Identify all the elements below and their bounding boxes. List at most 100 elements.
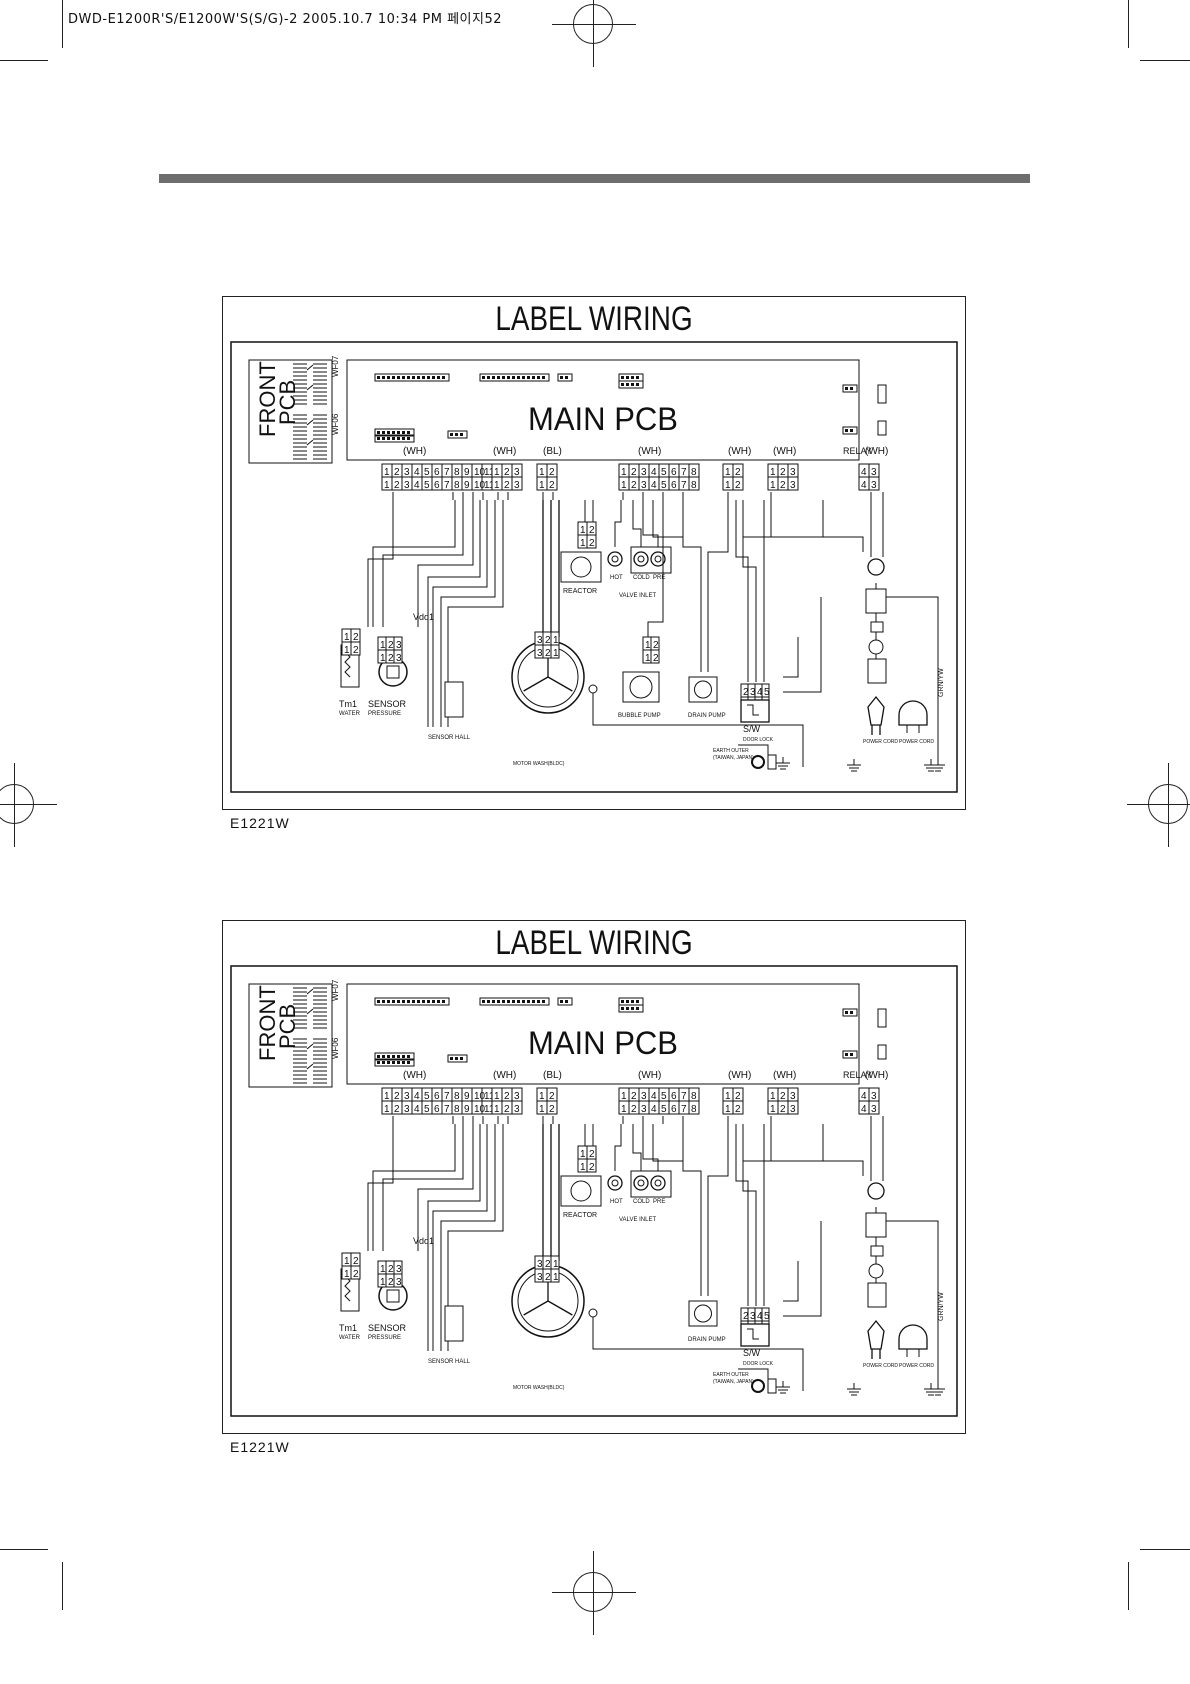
plug-alt — [898, 1324, 928, 1350]
pcb-header — [374, 997, 450, 1006]
pin-number: 7 — [681, 1091, 687, 1102]
valve-cold-core — [637, 555, 645, 563]
pcb-connector: 123456789101112123456789101112 — [381, 463, 506, 491]
diagram-title: LABEL WIRING — [495, 300, 693, 338]
power-connector — [865, 1212, 887, 1238]
pin-number: 6 — [671, 480, 677, 491]
header-pin — [532, 1000, 535, 1003]
header-pin — [382, 1055, 385, 1058]
header-pin — [427, 1000, 430, 1003]
pin-number: 6 — [671, 1104, 677, 1115]
connector-pin — [546, 476, 558, 491]
connector-pin — [650, 649, 660, 664]
header-pin — [502, 1000, 505, 1003]
wire — [432, 1124, 488, 1351]
pin-number: 5 — [424, 467, 430, 478]
wire — [682, 1124, 702, 1296]
pcb-header — [877, 1044, 887, 1060]
wire — [306, 1063, 314, 1070]
earth-terminal — [751, 755, 765, 769]
pin-number: 3 — [514, 1104, 520, 1115]
pin-number: 6 — [434, 467, 440, 478]
pin-number: 4 — [414, 1104, 420, 1115]
wire — [447, 500, 504, 727]
pin-number: 2 — [735, 1104, 741, 1115]
header-pin — [636, 383, 639, 386]
header-pin — [507, 1000, 510, 1003]
pin-number: 2 — [388, 640, 394, 651]
valve-box — [630, 546, 672, 574]
crop-mark — [62, 1562, 63, 1610]
pin-number: 2 — [631, 480, 637, 491]
pin-number: 3 — [514, 480, 520, 491]
door-lock-switch — [740, 699, 770, 723]
bubble-pump — [622, 671, 660, 703]
header-pin — [387, 437, 390, 440]
pin-number: 4 — [651, 467, 657, 478]
pin-number: 8 — [691, 1091, 697, 1102]
earth-terminal — [751, 1379, 765, 1393]
wire — [647, 500, 664, 637]
pin-number: 2 — [353, 645, 359, 656]
pin-number: 8 — [454, 1091, 460, 1102]
header-pin — [850, 387, 853, 390]
header-pin — [412, 1000, 415, 1003]
pin-number: 1 — [539, 480, 545, 491]
pin-number: 1 — [770, 467, 776, 478]
wire — [440, 500, 496, 727]
pin-number: 3 — [790, 1104, 796, 1115]
pin-number: 4 — [861, 480, 867, 491]
crop-mark — [1140, 60, 1190, 61]
earth-outer-label: EARTH OUTER — [713, 748, 749, 754]
tm-label: Tm1 — [339, 1323, 357, 1333]
connector-color-label: (BL) — [543, 446, 562, 457]
wire — [306, 1043, 314, 1050]
pin-number: 2 — [589, 525, 595, 536]
pin-number: 7 — [444, 1091, 450, 1102]
header-pin — [636, 1007, 639, 1010]
connector-color-label: (WH) — [865, 446, 888, 457]
header-pin — [626, 376, 629, 379]
wire — [738, 1368, 769, 1379]
pin-number: 1 — [770, 480, 776, 491]
header-body — [557, 997, 573, 1006]
connector-pin — [393, 1273, 403, 1288]
pin-number: 7 — [444, 1104, 450, 1115]
header-pin — [492, 1000, 495, 1003]
wire — [707, 500, 729, 672]
door-lock-switch — [740, 1323, 770, 1347]
power-connector — [865, 588, 887, 614]
pin-number: 7 — [681, 480, 687, 491]
header-pin — [392, 431, 395, 434]
pin-number: 9 — [464, 1104, 470, 1115]
registration-mark — [552, 1551, 636, 1635]
noise-filter — [867, 1182, 885, 1200]
valve-label: COLD — [633, 1199, 650, 1205]
pin-number: 5 — [424, 480, 430, 491]
header-body — [374, 1052, 415, 1061]
pin-number: 10 — [474, 480, 486, 491]
header-pin — [450, 1057, 453, 1060]
wire — [742, 500, 824, 547]
pin-number: 1 — [539, 1104, 545, 1115]
inner-frame — [230, 341, 958, 793]
hall-sensor-connector — [444, 681, 464, 718]
header-pin — [636, 376, 639, 379]
power-cord-label: POWER CORD — [899, 1363, 934, 1369]
pin-number: 2 — [394, 467, 400, 478]
connector-color-label: (WH) — [493, 1070, 516, 1081]
pin-number: 1 — [380, 1264, 386, 1275]
pin-number: 1 — [380, 653, 386, 664]
vdd-label: Vdd1 — [413, 612, 434, 622]
pin-number: 3 — [641, 467, 647, 478]
header-body — [479, 997, 550, 1006]
header-pin — [397, 376, 400, 379]
pressure-sensor-core — [386, 665, 400, 679]
reactor-label: REACTOR — [563, 1212, 597, 1219]
wire — [642, 1124, 659, 1171]
